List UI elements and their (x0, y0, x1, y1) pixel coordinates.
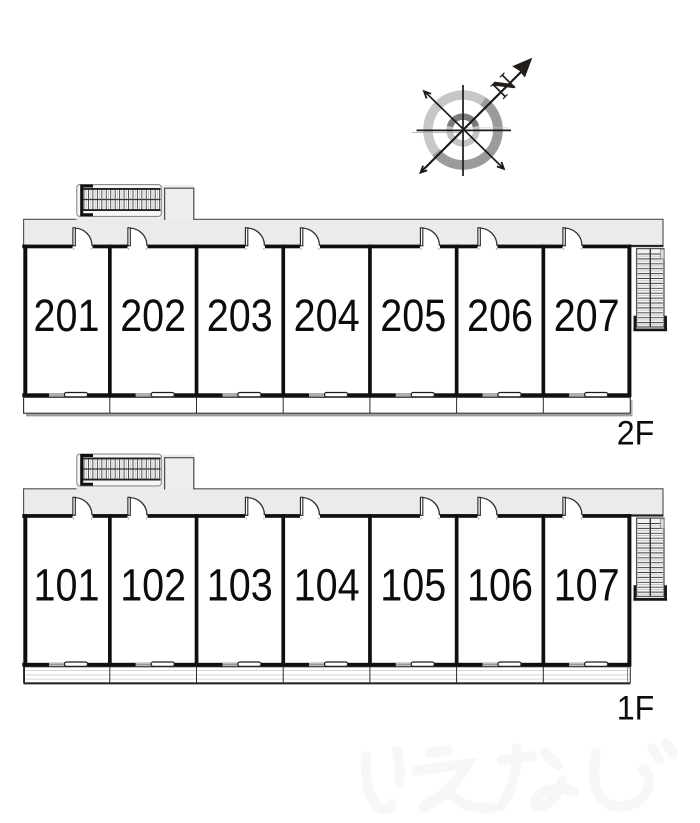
svg-text:207: 207 (554, 290, 620, 341)
svg-text:204: 204 (294, 290, 360, 341)
svg-text:203: 203 (207, 290, 273, 341)
svg-text:1F: 1F (617, 690, 655, 728)
svg-text:102: 102 (120, 560, 186, 611)
svg-text:103: 103 (207, 560, 273, 611)
svg-text:105: 105 (380, 560, 446, 611)
svg-text:201: 201 (34, 290, 100, 341)
svg-text:206: 206 (467, 290, 533, 341)
svg-text:205: 205 (380, 290, 446, 341)
svg-text:101: 101 (34, 560, 100, 611)
svg-text:2F: 2F (617, 415, 655, 453)
svg-text:106: 106 (467, 560, 533, 611)
svg-text:104: 104 (294, 560, 360, 611)
svg-text:107: 107 (554, 560, 620, 611)
svg-text:202: 202 (120, 290, 186, 341)
